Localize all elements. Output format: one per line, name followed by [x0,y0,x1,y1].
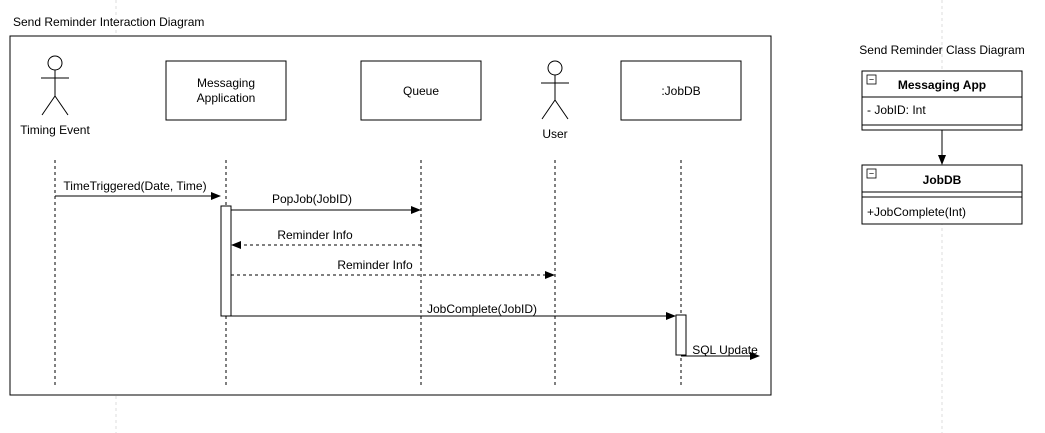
reminder-info-return-label: Reminder Info [277,228,353,242]
jobdb-label: :JobDB [661,84,700,98]
collapse-glyph: − [869,169,874,179]
timing-event-actor-icon[interactable] [41,55,69,116]
jobdb-method: +JobComplete(Int) [867,205,966,219]
messaging-application-label-line2: Application [197,91,256,105]
user-label: User [542,127,567,141]
timing-event-label: Timing Event [20,123,90,137]
interaction-diagram-title: Send Reminder Interaction Diagram [13,15,204,29]
messaging-app-class[interactable] [861,70,1023,131]
collapse-toggle-icon[interactable] [866,74,877,85]
reminder-info-user-label: Reminder Info [337,258,413,272]
messaging-application-label-line1: Messaging [197,76,255,90]
collapse-glyph: − [869,75,874,85]
messaging-app-class-name: Messaging App [898,78,986,92]
class-diagram-title: Send Reminder Class Diagram [859,43,1024,57]
user-actor-icon[interactable] [541,60,569,120]
collapse-toggle-icon[interactable] [866,168,877,179]
messaging-app-attribute: - JobID: Int [867,103,926,117]
jobdb-class[interactable] [861,164,1023,225]
job-complete-label: JobComplete(JobID) [427,302,537,316]
queue-label: Queue [403,84,439,98]
jobdb-activation[interactable] [675,314,687,356]
jobdb-box[interactable] [620,60,742,121]
jobdb-class-name: JobDB [923,173,962,187]
sql-update-label: SQL Update [692,343,758,357]
time-triggered-label: TimeTriggered(Date, Time) [63,179,206,193]
pop-job-label: PopJob(JobID) [272,192,352,206]
messaging-application-activation[interactable] [220,205,232,317]
messaging-application-box[interactable] [165,60,287,121]
queue-box[interactable] [360,60,482,121]
